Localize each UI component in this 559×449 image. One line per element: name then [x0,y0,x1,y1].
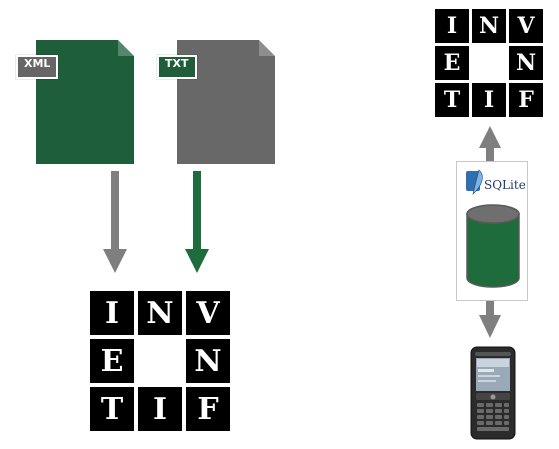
logo-cell: E [90,339,134,383]
logo-cell: N [138,291,182,335]
logo-cell: F [509,83,543,117]
logo-cell: I [435,9,469,43]
database-cylinder-icon [466,204,520,288]
xml-file-shape [36,40,134,164]
txt-file-icon [177,40,275,164]
logo-cell: I [138,387,182,431]
logo-cell: T [435,83,469,117]
phone-down-arrow [479,299,501,338]
logo-cell: N [509,46,543,80]
logo-cell: T [90,387,134,431]
logo-cell: I [90,291,134,335]
logo-cell: V [186,291,230,335]
logo-cell: F [186,387,230,431]
inventif-logo-large: I N V E N T I F [90,291,230,431]
xml-file-icon [36,40,134,164]
mobile-phone-icon [470,346,516,440]
logo-cell-blank [472,46,506,80]
inventif-logo-small: I N V E N T I F [435,9,543,117]
logo-cell: E [435,46,469,80]
txt-down-arrow [185,171,209,273]
xml-badge: XML [16,55,59,79]
txt-file-shape [177,40,275,164]
sqlite-label: SQLite [484,178,526,192]
xml-down-arrow [103,171,127,273]
logo-cell-blank [138,339,182,383]
sqlite-up-arrow [479,126,501,162]
logo-cell: I [472,83,506,117]
logo-cell: N [186,339,230,383]
txt-badge: TXT [157,55,197,79]
sqlite-database-box: SQLite [456,161,528,301]
sqlite-feather-icon [466,169,483,195]
logo-cell: N [472,9,506,43]
logo-cell: V [509,9,543,43]
